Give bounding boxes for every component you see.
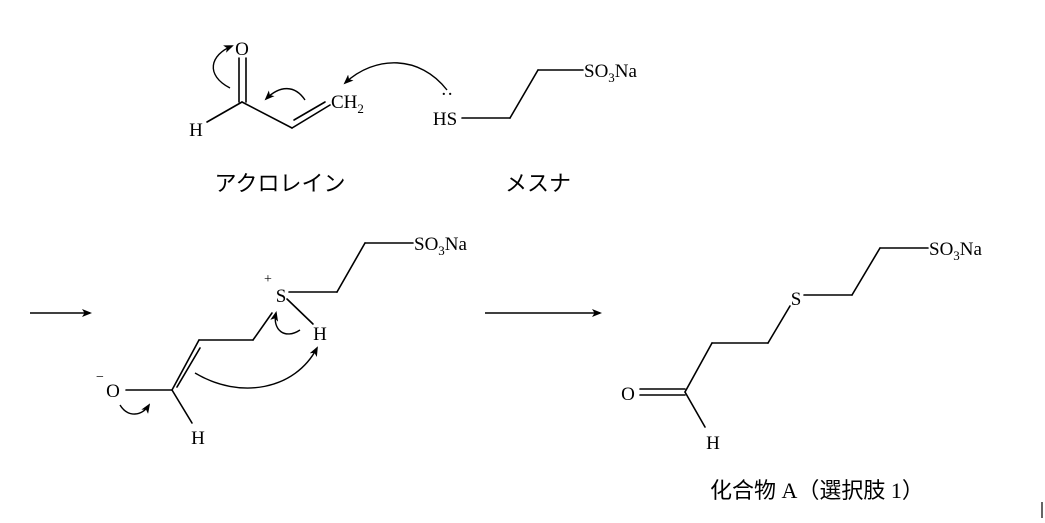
curved-arrow-electron [119,403,151,415]
atom-oxygen: O [106,381,120,402]
lone-pair: ·· [441,84,454,105]
intermediate-structure: O − H S + SO3Na H [96,234,467,449]
positive-charge: + [264,272,272,287]
sulfonate-group: SO3Na [414,234,468,258]
atom-hydrogen: H [191,428,205,449]
product-structure: O H S SO3Na 化合物 A（選択肢 1） [621,239,982,503]
curved-arrow-nucleophilic-attack [343,62,448,91]
product-label: 化合物 A（選択肢 1） [710,478,924,503]
curved-arrow-proton-transfer [194,346,318,389]
sulfonate-group: SO3Na [584,61,638,85]
atom-ch2: CH2 [331,92,364,116]
mesna-label: メスナ [505,171,571,196]
atom-sulfonium: S [276,286,287,307]
atom-oxygen: O [621,384,635,405]
atom-sulfur: S [791,289,802,310]
acrolein-structure: O H CH2 アクロレイン [189,39,364,196]
curved-arrow-electron [264,87,306,101]
atom-hydrogen: H [313,324,327,345]
acrolein-label: アクロレイン [215,171,346,196]
negative-charge: − [96,370,104,385]
mesna-structure: ·· HS SO3Na メスナ [433,61,638,196]
curved-arrow-electron [270,311,301,335]
atom-hydrogen: H [189,120,203,141]
atom-thiol: HS [433,109,457,130]
sulfonate-group: SO3Na [929,239,983,263]
curved-arrow-electron [212,45,234,89]
atom-oxygen: O [235,39,249,60]
atom-hydrogen: H [706,433,720,454]
